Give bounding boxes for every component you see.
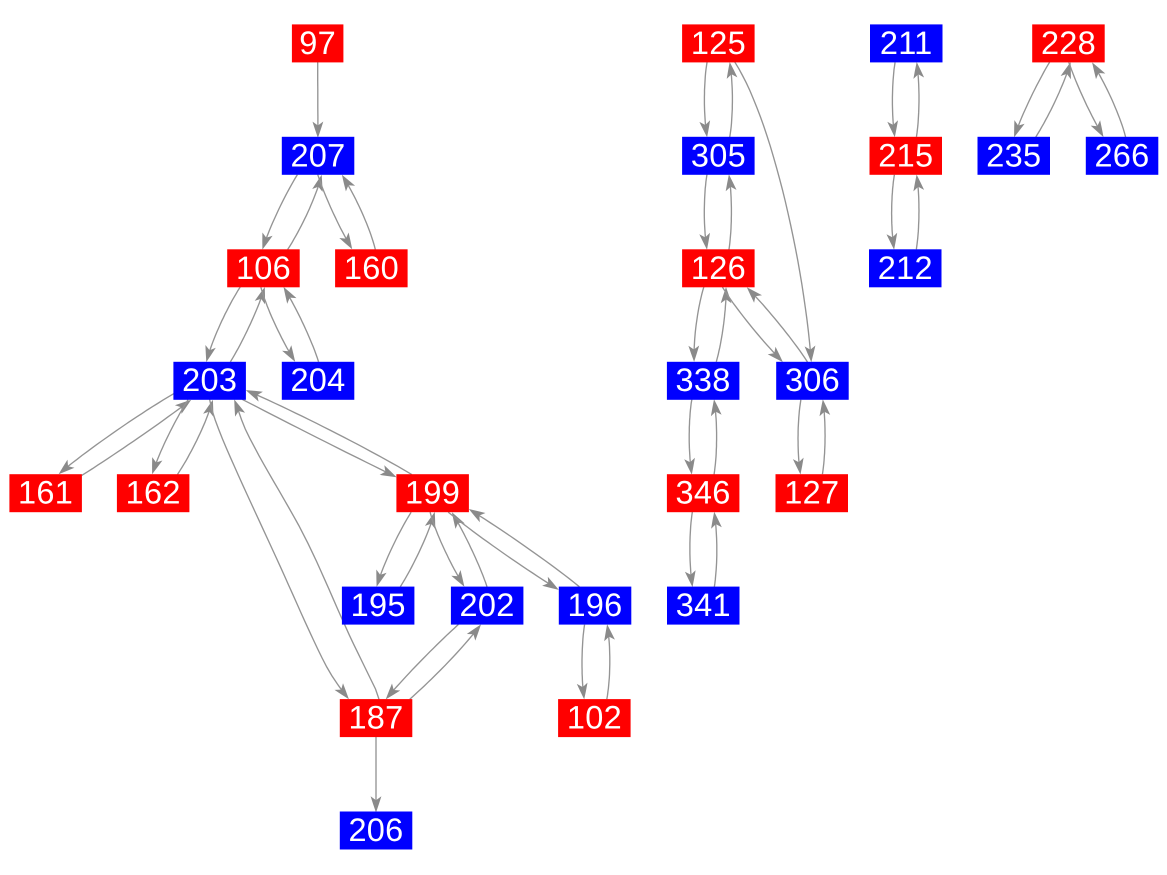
svg-text:199: 199 xyxy=(405,475,460,511)
svg-text:211: 211 xyxy=(880,25,933,61)
svg-text:212: 212 xyxy=(878,250,933,286)
svg-text:341: 341 xyxy=(676,587,731,623)
svg-text:187: 187 xyxy=(348,700,403,736)
svg-text:215: 215 xyxy=(878,137,933,173)
svg-text:127: 127 xyxy=(784,475,839,511)
svg-text:195: 195 xyxy=(351,587,406,623)
svg-text:235: 235 xyxy=(986,137,1041,173)
svg-text:102: 102 xyxy=(567,700,622,736)
svg-text:207: 207 xyxy=(290,137,345,173)
svg-text:106: 106 xyxy=(236,250,291,286)
svg-text:97: 97 xyxy=(299,25,336,61)
svg-text:228: 228 xyxy=(1041,25,1096,61)
svg-text:161: 161 xyxy=(18,475,73,511)
svg-text:162: 162 xyxy=(126,475,181,511)
svg-text:306: 306 xyxy=(785,362,840,398)
svg-text:125: 125 xyxy=(691,25,746,61)
svg-text:266: 266 xyxy=(1094,137,1149,173)
svg-text:160: 160 xyxy=(344,250,399,286)
svg-text:204: 204 xyxy=(290,362,345,398)
svg-text:206: 206 xyxy=(348,812,403,848)
svg-text:203: 203 xyxy=(182,362,237,398)
svg-text:202: 202 xyxy=(460,587,515,623)
svg-text:126: 126 xyxy=(691,250,746,286)
svg-text:196: 196 xyxy=(567,587,622,623)
svg-text:305: 305 xyxy=(691,137,746,173)
svg-text:338: 338 xyxy=(676,362,731,398)
svg-text:346: 346 xyxy=(676,475,731,511)
